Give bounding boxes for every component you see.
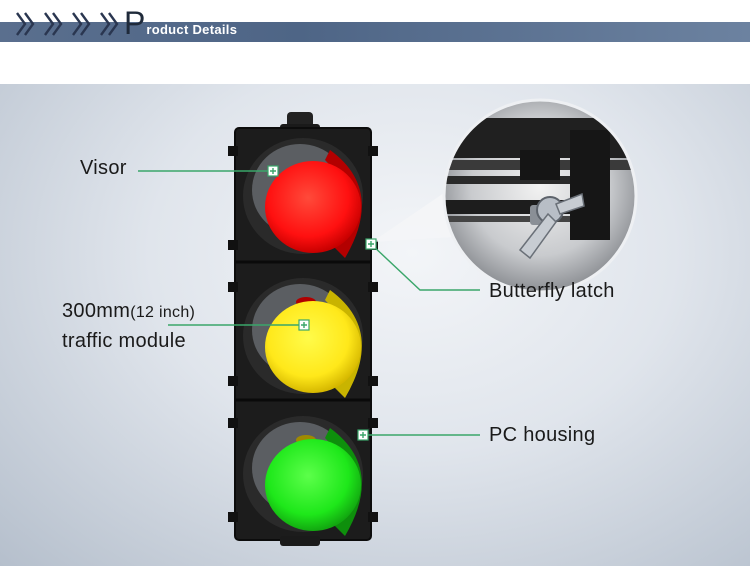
plus-marker-icon xyxy=(365,238,377,250)
callout-module-name: traffic module xyxy=(62,330,186,352)
plus-marker-icon xyxy=(267,165,279,177)
chevron-right-icon xyxy=(72,12,91,36)
butterfly-latch-closeup xyxy=(372,98,638,294)
callout-module-size-mm: 300mm xyxy=(62,300,131,322)
chevron-right-icon xyxy=(16,12,35,36)
header-chevrons xyxy=(14,9,122,39)
callout-pc-housing: PC housing xyxy=(489,424,596,446)
callout-leaders xyxy=(138,170,480,436)
plus-marker-icon xyxy=(298,319,310,331)
green-signal-module xyxy=(243,416,363,536)
header-bar xyxy=(0,22,750,42)
section-title-rest: roduct Details xyxy=(146,22,238,37)
plus-marker-icon xyxy=(357,429,369,441)
section-title-initial: P xyxy=(124,5,146,41)
chevron-right-icon xyxy=(44,12,63,36)
callout-visor: Visor xyxy=(80,157,127,179)
callout-butterfly-latch: Butterfly latch xyxy=(489,280,615,302)
section-title: P roduct Details xyxy=(124,5,238,41)
callout-module-size: 300mm(12 inch) xyxy=(62,300,195,323)
chevron-right-icon xyxy=(100,12,119,36)
callout-module-size-inch: (12 inch) xyxy=(130,304,196,321)
